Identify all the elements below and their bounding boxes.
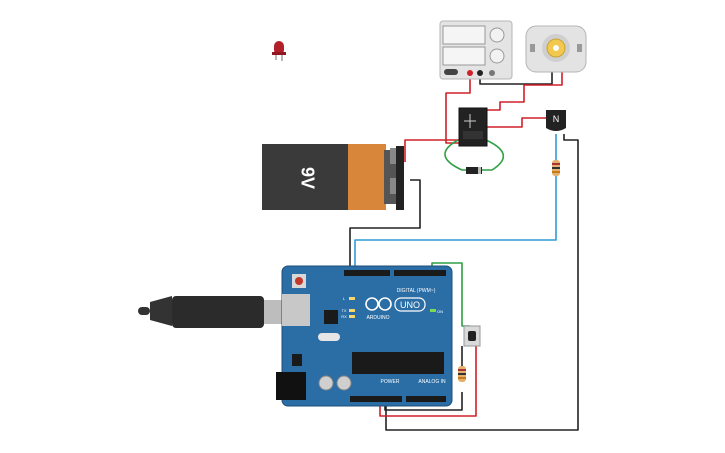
wire-battery-relay[interactable] [404,139,461,162]
reset-button[interactable] [295,277,303,285]
l-label: L [343,296,346,301]
battery-9v[interactable]: 9V [262,144,404,210]
dc-motor[interactable] [525,25,587,73]
wire-battery-gnd[interactable] [349,179,421,272]
power-header[interactable] [350,396,402,402]
arduino-model-label: UNO [400,300,420,310]
arduino-logo [365,297,392,311]
resistor-transistor[interactable] [552,160,560,176]
analog-label: ANALOG IN [418,379,446,385]
wire-psu-positive[interactable] [445,73,471,144]
on-label: ON [437,309,443,314]
wire-transistor-gnd[interactable] [385,134,579,431]
rx-label: RX [341,314,347,319]
digital-header-left[interactable] [344,270,390,276]
psu-negative-terminal[interactable] [477,70,483,76]
arduino-brand-label: ARDUINO [366,315,389,321]
battery-label: 9V [297,167,317,189]
digital-header-right[interactable] [394,270,446,276]
power-supply[interactable] [439,20,513,80]
analog-header[interactable] [406,396,446,402]
npn-transistor[interactable]: N [546,110,566,131]
wire-relay-transistor[interactable] [486,117,550,128]
microcontroller-chip [352,352,444,374]
digital-label: DIGITAL (PWM~) [397,288,436,294]
arduino-uno[interactable]: UNO ARDUINO DIGITAL (PWM~) POWER ANALOG … [276,265,453,407]
power-label: POWER [381,379,400,385]
transistor-label: N [553,114,560,124]
psu-positive-terminal[interactable] [467,70,473,76]
relay[interactable] [458,107,488,147]
tx-label: TX [341,308,346,313]
led-red[interactable] [272,41,286,61]
wire-transistor-base[interactable] [354,175,557,272]
wire-motor-relay[interactable] [486,72,563,111]
resistor-button[interactable] [458,366,466,382]
diode[interactable] [466,167,482,174]
pushbutton[interactable] [463,325,481,347]
